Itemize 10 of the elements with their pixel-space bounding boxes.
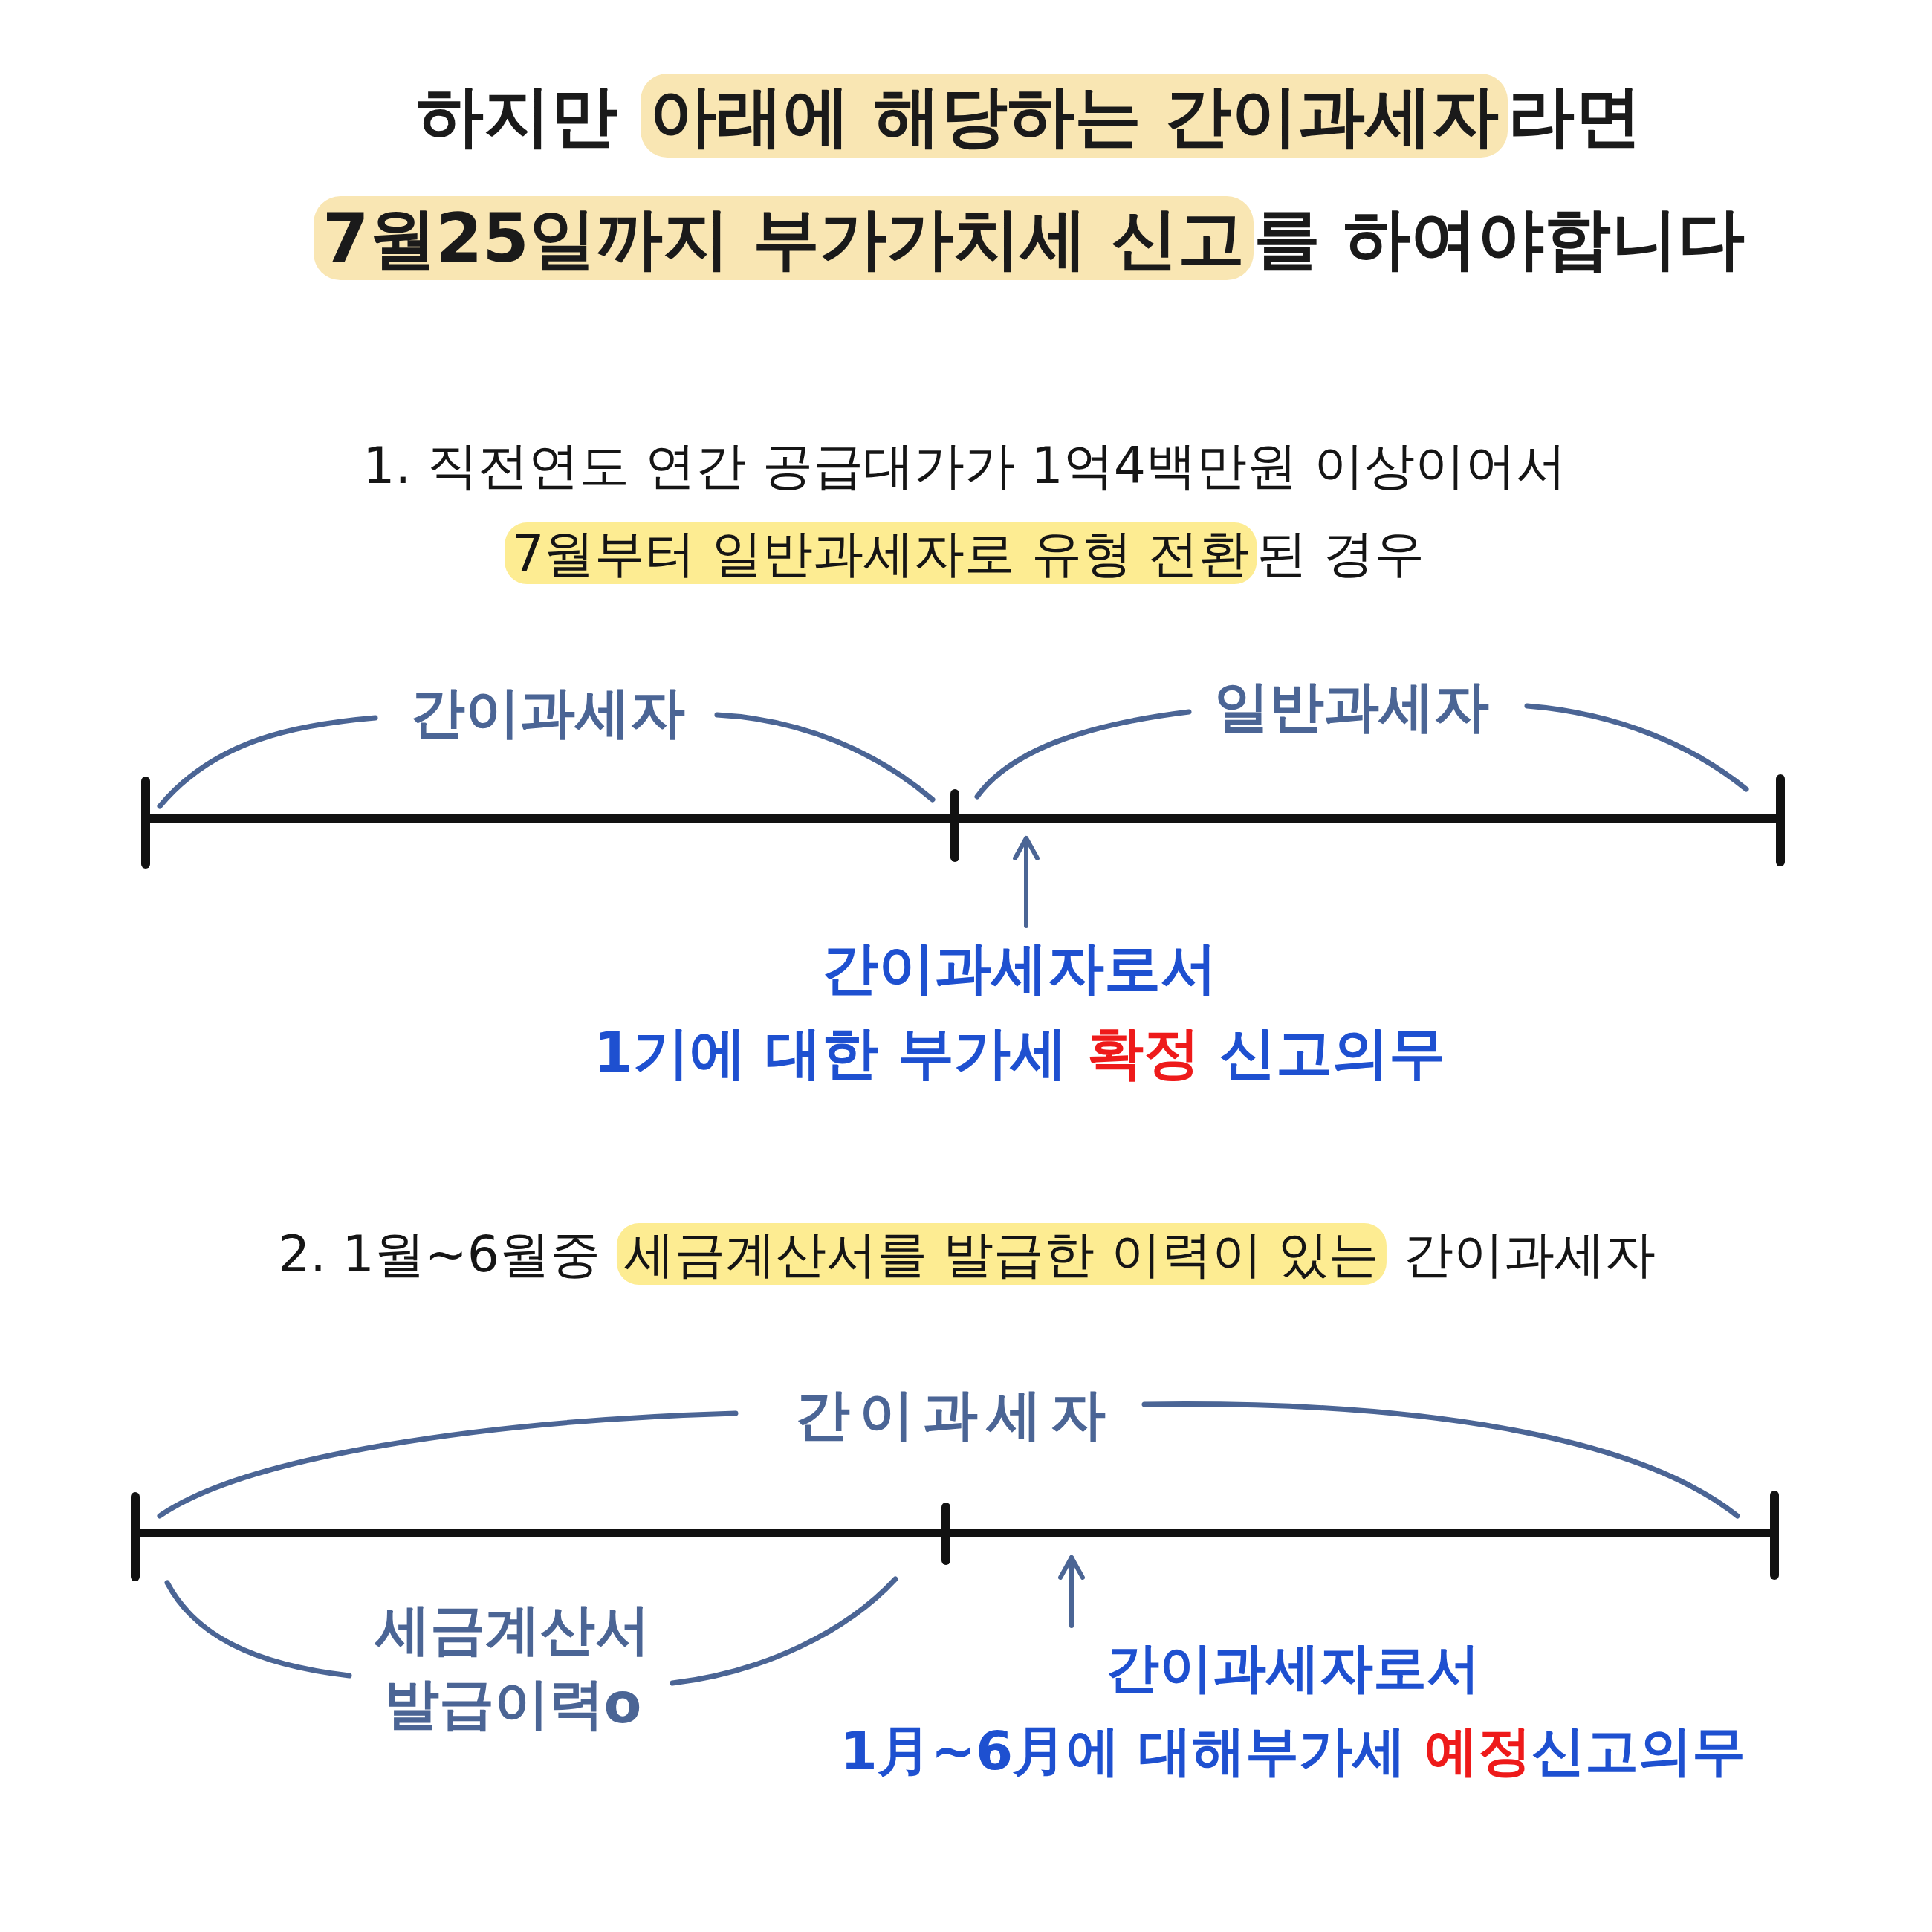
condition-text: 1. 직전연도 연간 공급대가가 1억4백만원 이상이어서 7월부터 일반과세자로 유형 전환된 경우 — [363, 435, 1566, 586]
annotation-text: 간이과세자로서 1기에 대한 부가세 확정 신고의무 — [593, 926, 1446, 1095]
bracket-label: 간이과세자 — [410, 679, 685, 745]
heading: 하지만 아래에 해당하는 간이과세자라면 7월25일까지 부가가치세 신고를 하여야합니다 — [314, 54, 1745, 299]
bracket-label: 세금계산서 발급이력o — [375, 1596, 650, 1737]
arrow — [1013, 836, 1040, 928]
annotation-text: 간이과세자로서 1月~6月에 대해부가세 예정신고의무 — [840, 1626, 1746, 1792]
arrow — [1058, 1555, 1085, 1628]
bracket-label: 간이과세자 — [795, 1381, 1115, 1448]
bracket-label: 일반과세자 — [1214, 673, 1489, 739]
